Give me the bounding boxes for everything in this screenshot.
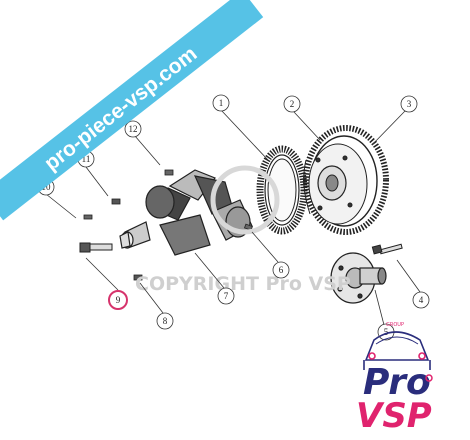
- logo-pro-text: Pro: [363, 362, 431, 403]
- bolt-4: [371, 243, 403, 255]
- svg-text:10: 10: [42, 182, 52, 192]
- svg-text:5: 5: [384, 327, 389, 337]
- callout-8: 8: [156, 312, 174, 330]
- svg-text:9: 9: [116, 295, 121, 305]
- logo-vsp-text: VSP: [356, 396, 432, 436]
- dowel-pin-10: [83, 214, 93, 220]
- car-icon: [363, 331, 431, 370]
- hub: [330, 252, 387, 304]
- dowel-pin-8: [133, 274, 143, 281]
- dowel-pin-6: [243, 223, 253, 231]
- svg-text:2: 2: [290, 99, 295, 109]
- callout-2: 2: [283, 95, 301, 113]
- callout-6: 6: [272, 261, 290, 279]
- bolt-9: [79, 242, 113, 253]
- ring-gear: [256, 145, 308, 235]
- svg-text:12: 12: [129, 124, 138, 134]
- svg-text:8: 8: [163, 316, 168, 326]
- watermark-text: COPYRIGHT Pro VSP: [135, 273, 351, 295]
- logo-group-text: GROUP: [386, 322, 404, 328]
- crankshaft: [119, 169, 253, 256]
- svg-text:11: 11: [82, 154, 91, 164]
- leader-lines: [45, 109, 421, 326]
- svg-text:3: 3: [407, 99, 412, 109]
- dowel-pin-12: [164, 169, 174, 176]
- svg-text:4: 4: [419, 295, 424, 305]
- callout-1: 1: [212, 94, 230, 112]
- svg-text:6: 6: [279, 265, 284, 275]
- site-banner-background: [0, 0, 264, 221]
- svg-text:7: 7: [224, 291, 229, 301]
- callout-3: 3: [400, 95, 418, 113]
- dowel-pin-11: [111, 198, 121, 205]
- watermark-circle: [210, 165, 280, 235]
- callout-4: 4: [412, 291, 430, 309]
- flywheel: [303, 125, 389, 235]
- logo-dot-icon: [425, 374, 433, 382]
- callout-9: 9: [108, 290, 128, 310]
- callout-7: 7: [217, 287, 235, 305]
- callout-12: 12: [124, 120, 142, 138]
- site-banner-text: pro-piece-vsp.com: [40, 42, 201, 175]
- svg-text:1: 1: [219, 98, 224, 108]
- pro-vsp-logo: GROUP Pro VSP: [356, 322, 433, 436]
